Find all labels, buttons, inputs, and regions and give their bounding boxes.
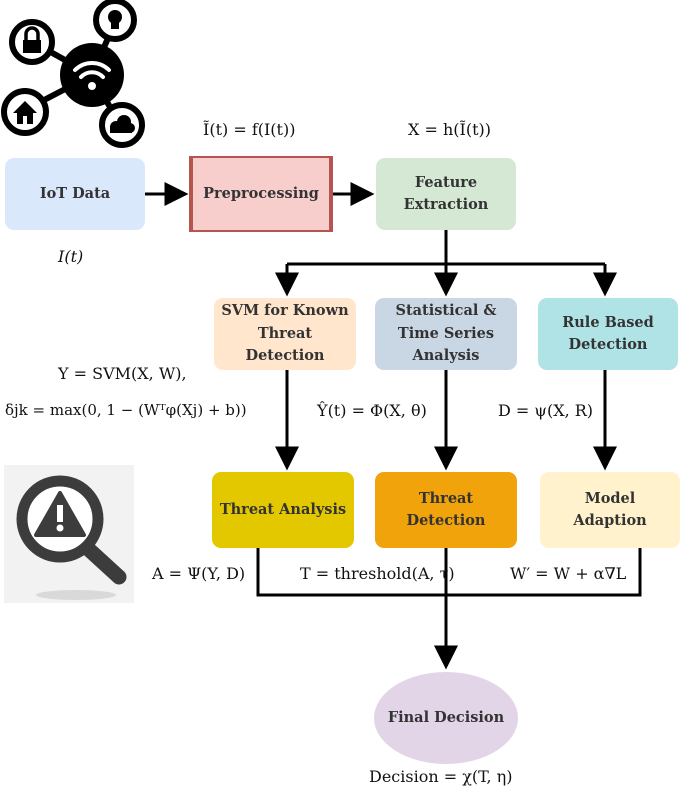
iot-network-icon <box>1 0 145 148</box>
model-adaption-label: Model Adaption <box>573 489 647 529</box>
preprocessing-box: Preprocessing <box>189 156 333 232</box>
model-adaption-box: Model Adaption <box>540 472 680 548</box>
feature-extraction-label: Feature Extraction <box>403 173 489 213</box>
threat-analysis-box: Threat Analysis <box>212 472 354 548</box>
eq-preprocess: Ĩ(t) = f(I(t)) <box>203 120 296 139</box>
eq-analysis: A = Ψ(Y, D) <box>152 564 246 583</box>
line-merge-bottom <box>256 548 642 597</box>
preprocessing-label: Preprocessing <box>203 184 319 202</box>
eq-decision: Decision = χ(T, η) <box>369 767 513 786</box>
threat-detection-box: Threat Detection <box>375 472 517 548</box>
eq-stat: Ŷ(t) = Φ(X, θ) <box>317 401 427 420</box>
statistical-analysis-label: Statistical & Time Series Analysis <box>395 302 497 365</box>
svm-box: SVM for Known Threat Detection <box>214 298 356 370</box>
rule-based-box: Rule Based Detection <box>538 298 678 370</box>
feature-extraction-box: Feature Extraction <box>376 158 516 230</box>
eq-features: X = h(Ĩ(t)) <box>408 120 491 139</box>
iot-data-box: IoT Data <box>5 158 145 230</box>
eq-input: I(t) <box>58 247 84 266</box>
rule-based-label: Rule Based Detection <box>562 313 654 353</box>
threat-search-icon <box>4 465 134 603</box>
threat-detection-label: Threat Detection <box>406 489 486 529</box>
eq-threshold: T = threshold(A, τ) <box>300 564 455 583</box>
statistical-analysis-box: Statistical & Time Series Analysis <box>375 298 517 370</box>
eq-rule: D = ψ(X, R) <box>498 401 594 420</box>
threat-analysis-label: Threat Analysis <box>219 500 347 518</box>
final-decision-label: Final Decision <box>387 708 505 726</box>
eq-adapt: W′ = W + α∇L <box>510 564 627 583</box>
svm-label: SVM for Known Threat Detection <box>221 302 349 365</box>
final-decision-ellipse: Final Decision <box>374 672 518 764</box>
eq-svm-2: δjk = max(0, 1 − (Wᵀφ(Xj) + b)) <box>5 401 247 419</box>
iot-data-label: IoT Data <box>39 184 111 202</box>
eq-svm-1: Y = SVM(X, W), <box>58 364 187 383</box>
